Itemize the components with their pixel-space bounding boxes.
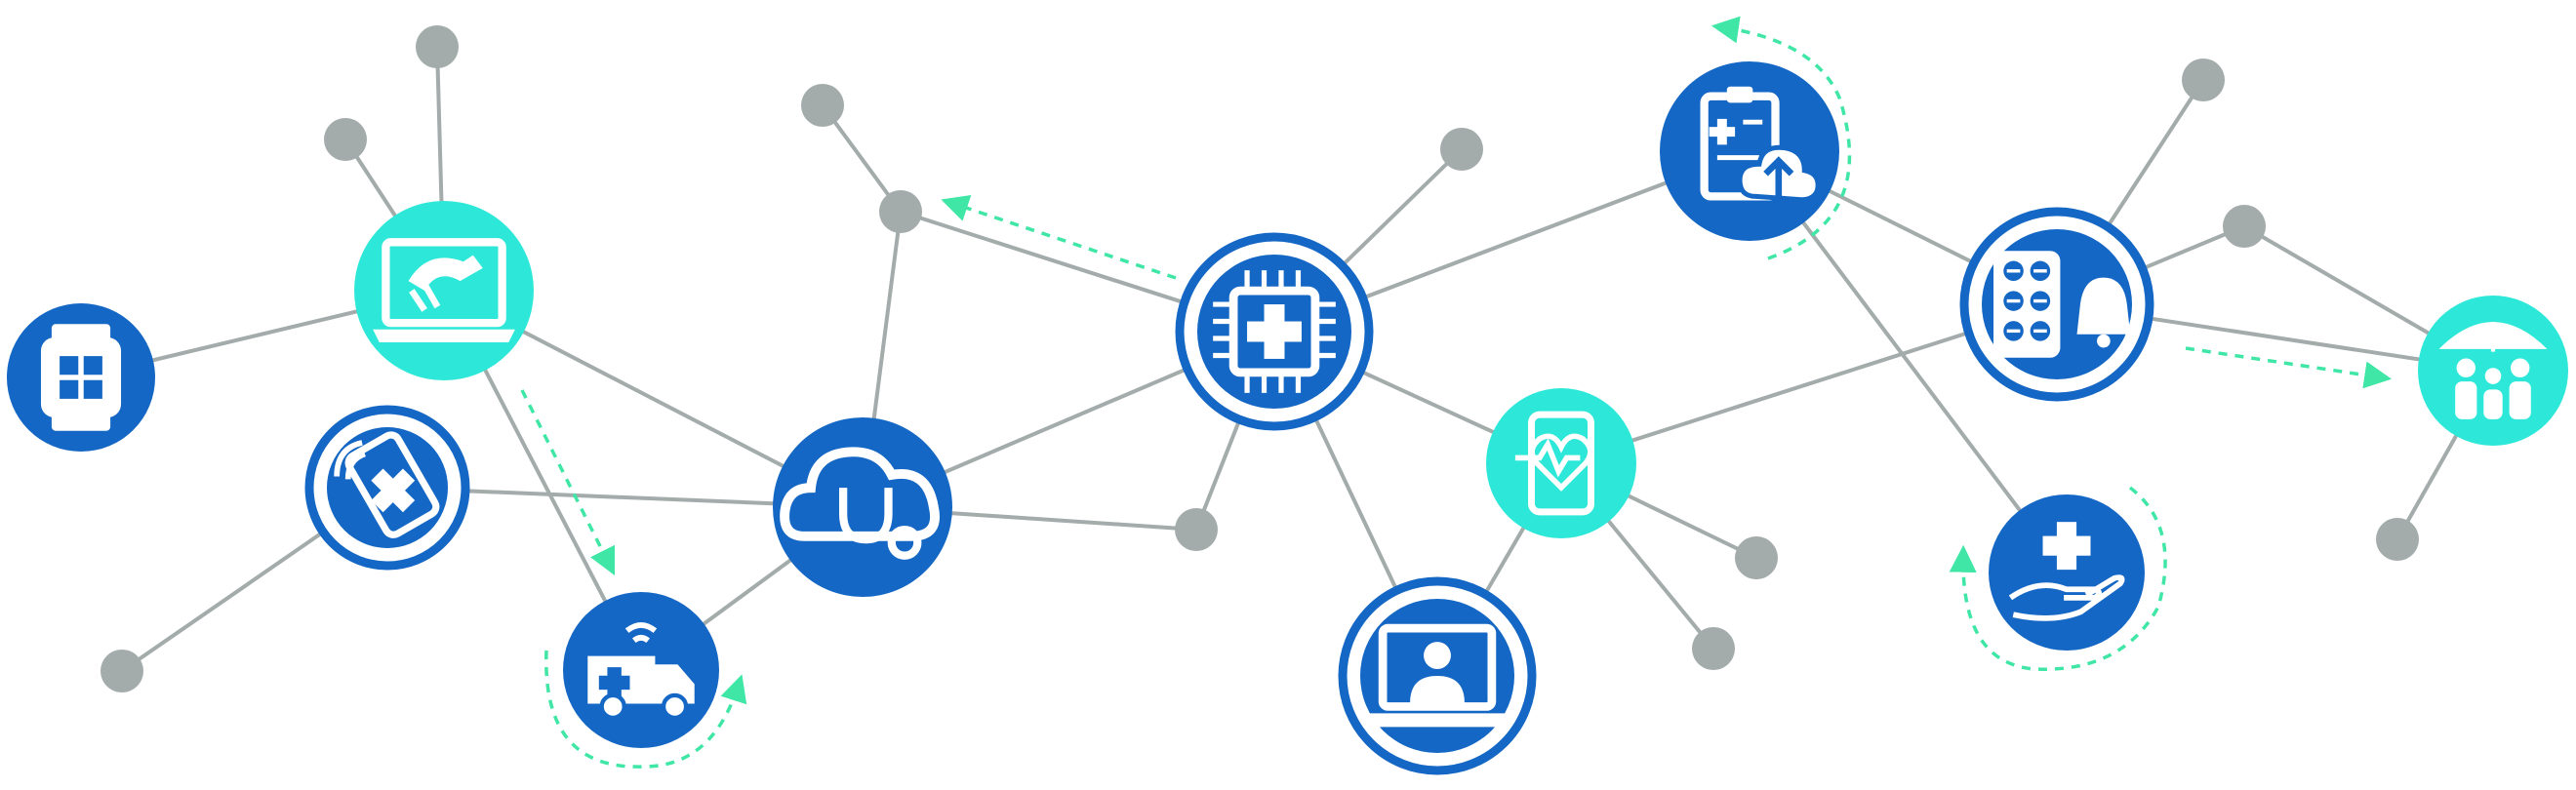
medical-chip-icon: [1213, 270, 1336, 393]
flow-arrows: [520, 16, 2393, 769]
phone-bandage-node: [304, 405, 470, 571]
network-dots: [101, 25, 2419, 692]
network-dot: [101, 650, 143, 692]
clipboard-cloud-node: [1660, 61, 1839, 241]
network-dot: [1175, 508, 1218, 551]
phone-bandage-icon: [334, 431, 440, 538]
flow-arrow: [941, 195, 1177, 280]
flow-arrow: [2185, 346, 2393, 389]
cloud-stethoscope-node: [773, 417, 952, 597]
smartwatch-icon: [40, 324, 122, 431]
phone-heart-node: [1486, 388, 1636, 538]
pill-reminder-icon: [1993, 251, 2131, 358]
phone-heart-icon: [1514, 411, 1594, 516]
family-insurance-icon: [2438, 322, 2548, 419]
network-dot: [2182, 59, 2225, 101]
ambulance-node: [563, 592, 719, 748]
network-dot: [2223, 205, 2266, 248]
laptop-xray-icon: [373, 238, 515, 342]
cloud-stethoscope-icon: [780, 447, 940, 560]
flow-arrow: [520, 389, 616, 576]
network-dot: [1692, 627, 1735, 670]
telemedicine-node: [1338, 576, 1537, 775]
pill-reminder-node: [1959, 207, 2154, 402]
network-dot: [416, 25, 459, 68]
hand-care-node: [1989, 494, 2145, 651]
network-dot: [1440, 128, 1483, 171]
hand-care-icon: [2008, 522, 2125, 621]
network-dot: [1735, 536, 1778, 579]
network-dot: [324, 118, 367, 161]
telemedicine-doctor-icon: [1369, 623, 1506, 728]
hub-nodes: [7, 61, 2568, 775]
smartwatch-node: [7, 303, 155, 452]
family-insurance-node: [2418, 296, 2568, 446]
clipboard-cloud-icon: [1700, 86, 1821, 220]
network-dot: [801, 84, 844, 127]
network-dot: [2376, 518, 2419, 561]
medical-chip-node: [1175, 232, 1374, 431]
network-edge: [821, 103, 903, 214]
ambulance-icon: [587, 622, 695, 721]
flow-arrow: [1711, 16, 1852, 260]
network-dot: [879, 190, 922, 233]
laptop-xray-node: [354, 201, 534, 380]
